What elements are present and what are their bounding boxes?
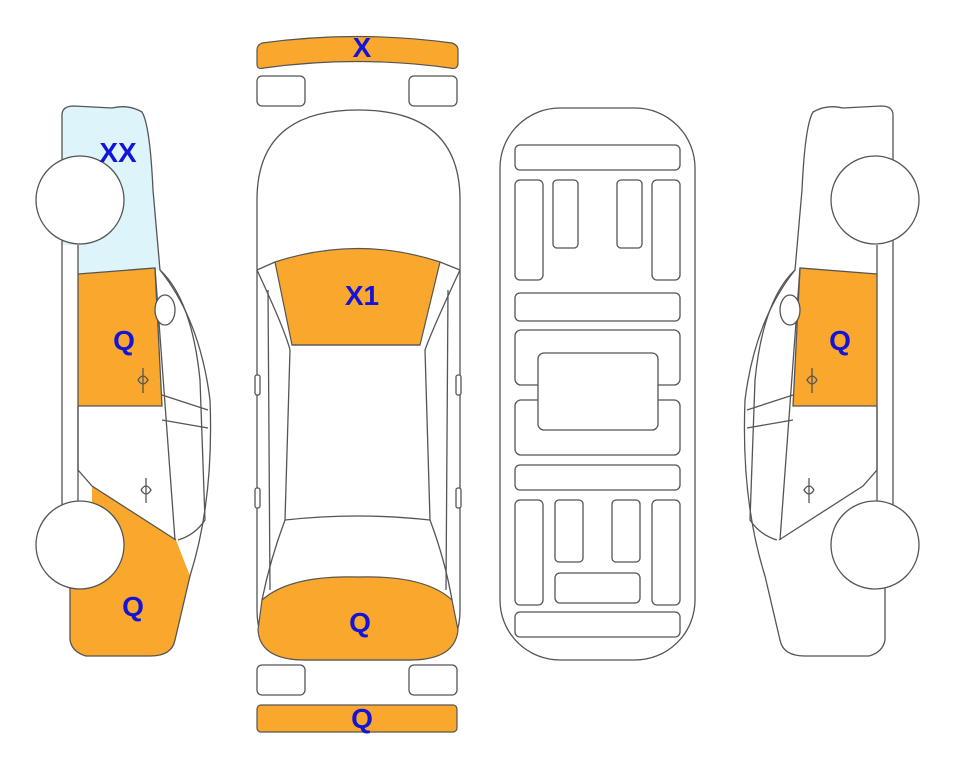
underside-view — [499, 107, 696, 661]
rear-window-label: Q — [349, 607, 371, 638]
left-taillight[interactable] — [256, 664, 306, 696]
rear-window-damage-region[interactable] — [257, 576, 459, 661]
front-bumper-damage-region[interactable] — [256, 35, 459, 70]
left-side-view: XX Q Q — [35, 105, 212, 657]
right-headlight[interactable] — [408, 75, 458, 107]
right-front-door-damage-region[interactable] — [793, 268, 877, 406]
right-taillight[interactable] — [408, 664, 458, 696]
left-roof-glass-label: XX — [99, 137, 137, 168]
windshield-damage-region[interactable] — [274, 247, 441, 346]
right-side-view: Q — [743, 105, 920, 657]
windshield-label: X1 — [345, 280, 379, 311]
left-front-door-damage-region[interactable] — [78, 268, 162, 406]
front-bumper-label: X — [353, 32, 372, 63]
left-front-door-label: Q — [113, 325, 135, 356]
rear-bumper-damage-region[interactable] — [256, 704, 458, 733]
rear-bumper-label: Q — [351, 703, 373, 734]
left-headlight[interactable] — [256, 75, 306, 107]
side-outline — [35, 105, 212, 657]
right-front-door-label: Q — [829, 325, 851, 356]
top-view: X X1 Q Q — [254, 32, 462, 734]
left-rear-quarter-label: Q — [122, 591, 144, 622]
